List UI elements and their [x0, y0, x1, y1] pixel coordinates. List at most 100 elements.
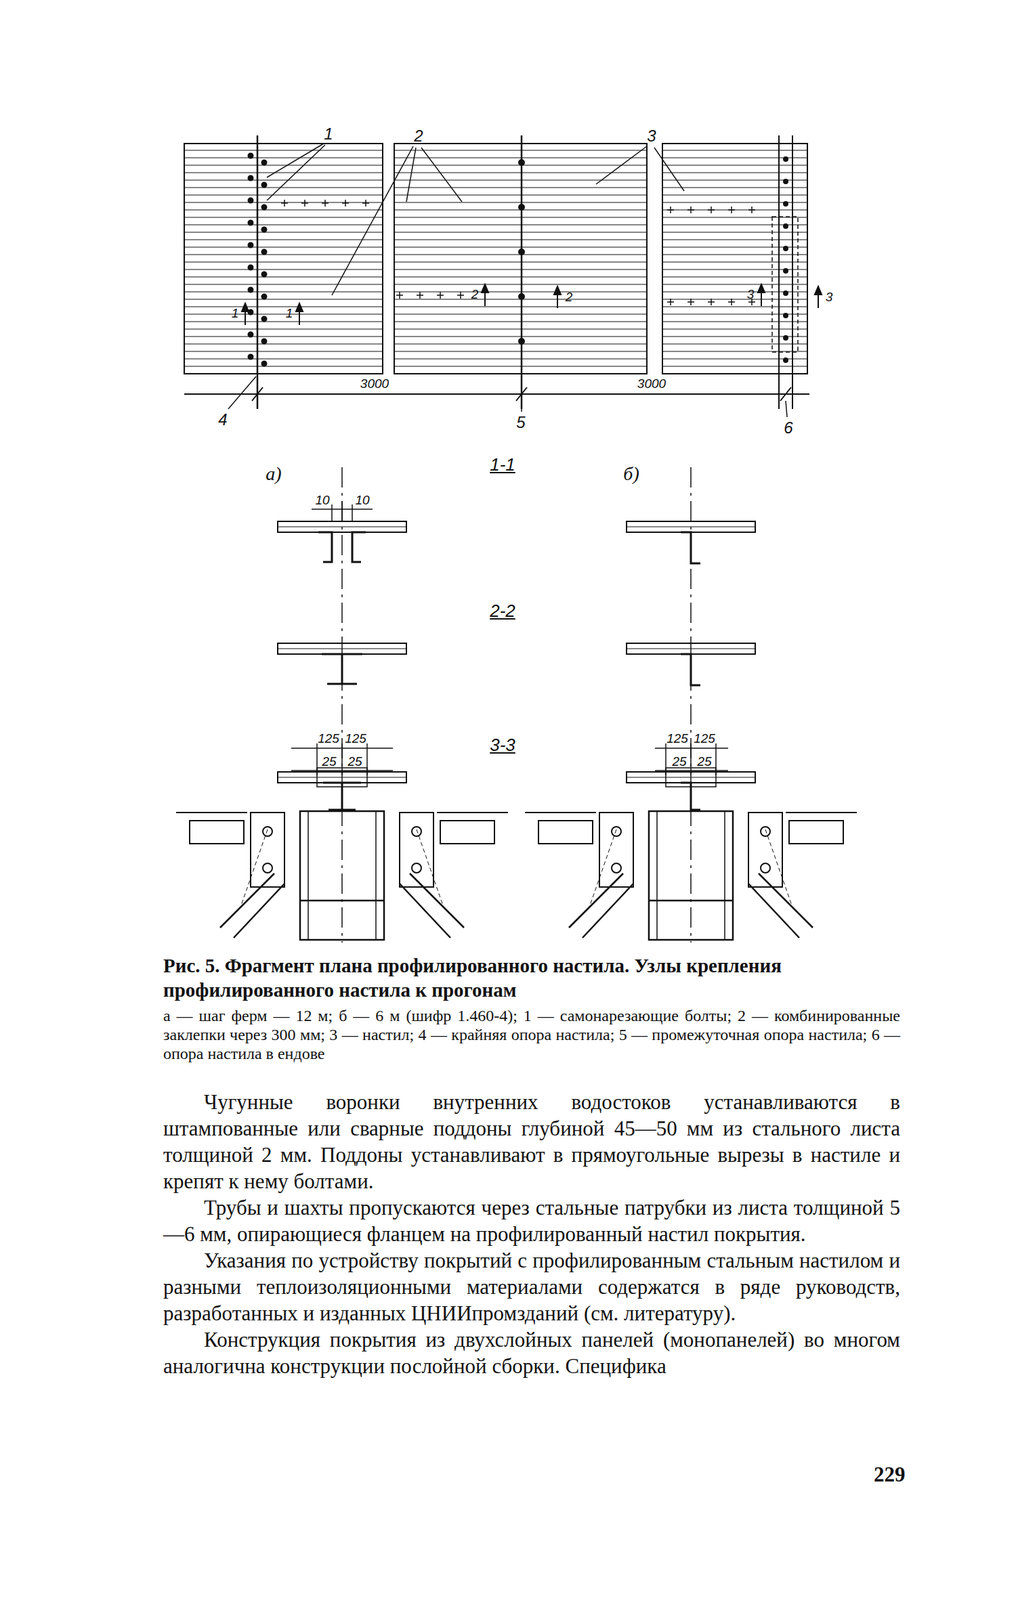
truss-chord: [300, 811, 385, 941]
deck-section: [277, 526, 407, 528]
truss-diagonal: [399, 873, 464, 939]
deck-sheet: [394, 143, 647, 374]
bolt: [262, 316, 267, 322]
deck-section: [626, 643, 756, 655]
dimension: 125: [344, 732, 367, 746]
bolt: [783, 291, 788, 296]
bolt: [783, 268, 788, 273]
deck-plan: [184, 135, 808, 410]
truss-chord: [724, 811, 726, 941]
deck-section: [626, 648, 756, 650]
truss-chord: [300, 900, 385, 903]
bolt: [783, 224, 788, 229]
deck-section: [626, 526, 756, 528]
arrow-head: [757, 284, 765, 293]
paragraph: Чугунные воронки внутренних водостоков у…: [163, 1089, 901, 1195]
corrugation: [184, 150, 383, 367]
figure-legend: а — шаг ферм — 12 м; б — 6 м (шифр 1.460…: [163, 1006, 901, 1064]
page-number: 229: [873, 1463, 906, 1488]
purlin: [352, 532, 366, 563]
bolt: [248, 265, 254, 271]
truss-chord: [307, 811, 309, 941]
gusset-plate: [599, 812, 634, 888]
section-mark: 3: [825, 290, 834, 304]
callout-number: 4: [218, 411, 227, 429]
dimension: 10: [354, 493, 370, 507]
bolt: [783, 157, 788, 162]
section-mark: 1: [231, 306, 240, 320]
dimension: 125: [317, 732, 340, 746]
small-dimensions: [291, 501, 729, 776]
deck-section: [626, 521, 756, 533]
figure-caption: Рис. 5. Фрагмент плана профилированного …: [163, 953, 901, 1003]
section-mark: 1: [285, 306, 294, 320]
bolt: [262, 182, 267, 188]
bolt: [783, 358, 788, 363]
truss-chord: [648, 811, 733, 941]
dimension: 25: [347, 755, 362, 769]
truss-chord: [656, 811, 658, 941]
callout-number: 6: [783, 419, 793, 437]
paragraph: Конструкция покрытия из двухслойных пане…: [163, 1326, 901, 1380]
deck-edge: [785, 812, 857, 814]
arrow-head: [241, 303, 249, 312]
end-support: [256, 135, 259, 410]
corrugation: [662, 150, 808, 367]
truss-diagonal: [568, 873, 634, 939]
section-mark: 2: [471, 287, 479, 301]
purlin: [321, 654, 363, 685]
bolt: [262, 827, 273, 837]
bolt: [262, 205, 267, 210]
truss-diagonal: [220, 873, 285, 939]
axis-line: [589, 829, 617, 908]
section-a: [176, 467, 508, 943]
leader-lines: [228, 143, 788, 418]
truss-diagonal: [748, 873, 813, 939]
bolt: [262, 863, 273, 874]
bolt: [783, 246, 788, 251]
section-mark: 3: [747, 287, 755, 301]
deck-section: [277, 777, 407, 779]
truss-chord: [648, 900, 733, 903]
bolt: [411, 863, 422, 874]
deck-edge: [524, 812, 597, 814]
axis-line: [341, 467, 343, 943]
deck-edge: [436, 812, 508, 814]
purlin: [680, 654, 701, 686]
bolt: [262, 227, 267, 233]
callout-number: 5: [516, 414, 525, 431]
middle-support: [520, 135, 523, 410]
gusset-plate: [748, 812, 783, 888]
section-title: 2-2: [489, 602, 516, 620]
bolt: [783, 201, 788, 206]
bolt: [248, 354, 254, 360]
section-title: 1-1: [489, 455, 516, 474]
section-title: 3-3: [489, 736, 516, 754]
section-b: [524, 467, 857, 943]
purlin-section: [538, 820, 593, 844]
bolt: [248, 287, 254, 293]
callout-number: 3: [646, 128, 656, 145]
bolt: [248, 243, 254, 248]
valley-support: [778, 135, 780, 410]
dimension: 125: [666, 732, 689, 746]
deck-section: [277, 648, 407, 650]
bolt: [262, 361, 267, 367]
rivet-row: [667, 298, 756, 306]
bolt: [411, 827, 422, 837]
bolt: [518, 249, 525, 255]
paragraph: Указания по устройству покрытий с профил…: [163, 1247, 901, 1327]
dimension: 25: [321, 755, 336, 769]
variant-letter: б): [623, 464, 639, 484]
deck-sheet: [184, 143, 383, 374]
callout-number: 1: [323, 125, 333, 143]
bolt: [611, 827, 622, 837]
bolt: [262, 339, 267, 345]
rivet-row: [396, 291, 464, 299]
axis-line: [416, 829, 444, 908]
dimension: 3000: [637, 377, 666, 391]
truss-chord: [375, 811, 377, 941]
dimension: 10: [314, 493, 330, 507]
rivet-row: [667, 206, 756, 214]
